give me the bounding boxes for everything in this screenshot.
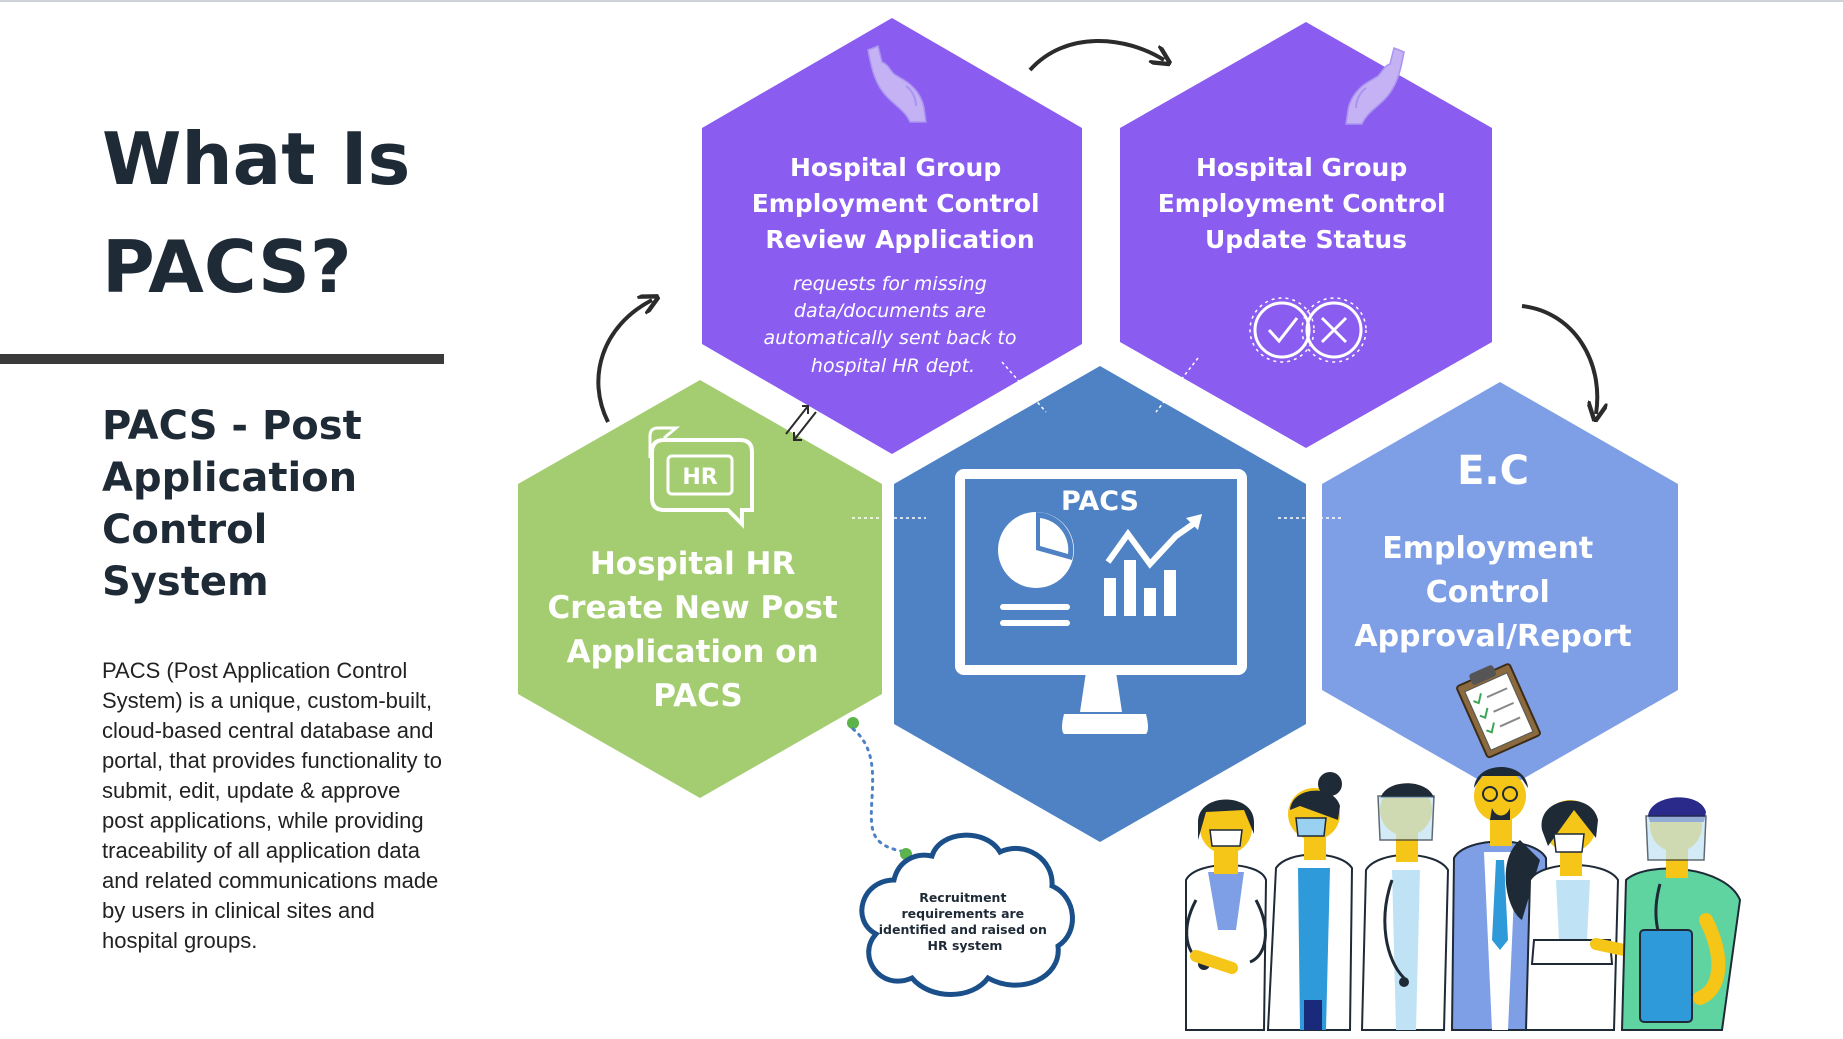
review-note-line3: automatically sent back to — [763, 327, 1016, 349]
svg-text:Recruitment requirements a: Recruitment requirements are identified … — [879, 890, 1052, 953]
subtitle-line1: PACS - Post — [102, 403, 362, 449]
chat-bubble-icon — [648, 426, 754, 529]
monitor-chart-icon — [955, 469, 1247, 734]
pacs-label: PACS — [1061, 486, 1139, 517]
description: PACS (Post Application Control System) i… — [102, 658, 442, 953]
ec-title-line2: Control — [1426, 575, 1550, 610]
title-divider — [0, 354, 444, 364]
review-title-line3: Review Application — [765, 225, 1034, 254]
arrow-review-to-update — [1028, 39, 1164, 72]
review-note-line1: requests for missing — [793, 273, 987, 295]
update-title-line3: Update Status — [1205, 225, 1407, 254]
subtitle-line4: System — [102, 559, 269, 605]
subtitle-line3: Control — [102, 507, 268, 553]
svg-text:Employment Control App: Employment Control Approval/Report — [1354, 531, 1631, 654]
doctor-figure-5 — [1505, 800, 1630, 1031]
svg-text:Hospital HR Create New Pos: Hospital HR Create New Post Application … — [547, 546, 848, 714]
subtitle: PACS - Post Application Control System — [102, 400, 422, 608]
hex-ec — [1322, 382, 1678, 792]
check-cross-icon — [1249, 297, 1367, 363]
update-title-line2: Employment Control — [1158, 189, 1446, 218]
clipboard-icon — [1456, 663, 1541, 759]
page-title-line2: PACS? — [102, 225, 352, 309]
hr-title-line2: Create New Post — [547, 590, 837, 626]
top-border — [0, 0, 1843, 2]
cloud-line3: identified and raised on — [879, 922, 1047, 937]
arrow-hr-to-review — [596, 300, 652, 423]
ec-title-line1: Employment — [1382, 531, 1593, 566]
doctor-figure-4 — [1450, 767, 1550, 1031]
review-title-line2: Employment Control — [752, 189, 1040, 218]
hex-update — [1120, 22, 1492, 448]
doctor-figure-3 — [1360, 783, 1450, 1031]
hex-pacs — [894, 366, 1306, 842]
hr-title-line3: Application on — [567, 634, 819, 670]
subtitle-line2: Application — [102, 455, 358, 501]
doctor-figure-1 — [1185, 799, 1268, 1031]
update-title-line1: Hospital Group — [1196, 153, 1407, 182]
bidirectional-arrow — [785, 405, 817, 441]
review-note-line2: data/documents are — [794, 300, 986, 322]
cloud-line4: HR system — [928, 938, 1003, 953]
svg-text:requests for missing data/: requests for missing data/documents are … — [763, 273, 1022, 377]
page-title-line1: What Is — [102, 117, 411, 201]
ec-abbr: E.C — [1457, 448, 1529, 494]
review-note-line4: hospital HR dept. — [811, 355, 975, 377]
svg-text:Hospital Group Employment: Hospital Group Employment Control Update… — [1158, 153, 1455, 254]
hr-title-line4: PACS — [653, 678, 743, 714]
hand-icon — [867, 44, 927, 123]
hex-hr — [518, 380, 882, 798]
ec-title-line3: Approval/Report — [1354, 619, 1631, 654]
hex-review — [702, 18, 1082, 454]
doctor-figure-6 — [1620, 797, 1742, 1031]
svg-text:Hospital Group Employment: Hospital Group Employment Control Review… — [752, 153, 1049, 254]
cloud-connector — [847, 717, 912, 860]
cloud-line1: Recruitment — [919, 890, 1006, 905]
hand-icon — [1345, 46, 1405, 125]
doctor-figure-2 — [1266, 772, 1354, 1031]
dashed-connectors — [852, 357, 1342, 519]
review-title-line1: Hospital Group — [790, 153, 1001, 182]
hr-badge: HR — [682, 465, 717, 490]
hr-title-line1: Hospital HR — [590, 546, 796, 582]
arrow-update-to-ec — [1521, 304, 1597, 414]
cloud-line2: requirements are — [901, 906, 1024, 921]
medical-staff-illustration — [1185, 767, 1742, 1031]
cloud-shape — [859, 832, 1075, 997]
page-title: What Is PACS? — [102, 105, 462, 321]
